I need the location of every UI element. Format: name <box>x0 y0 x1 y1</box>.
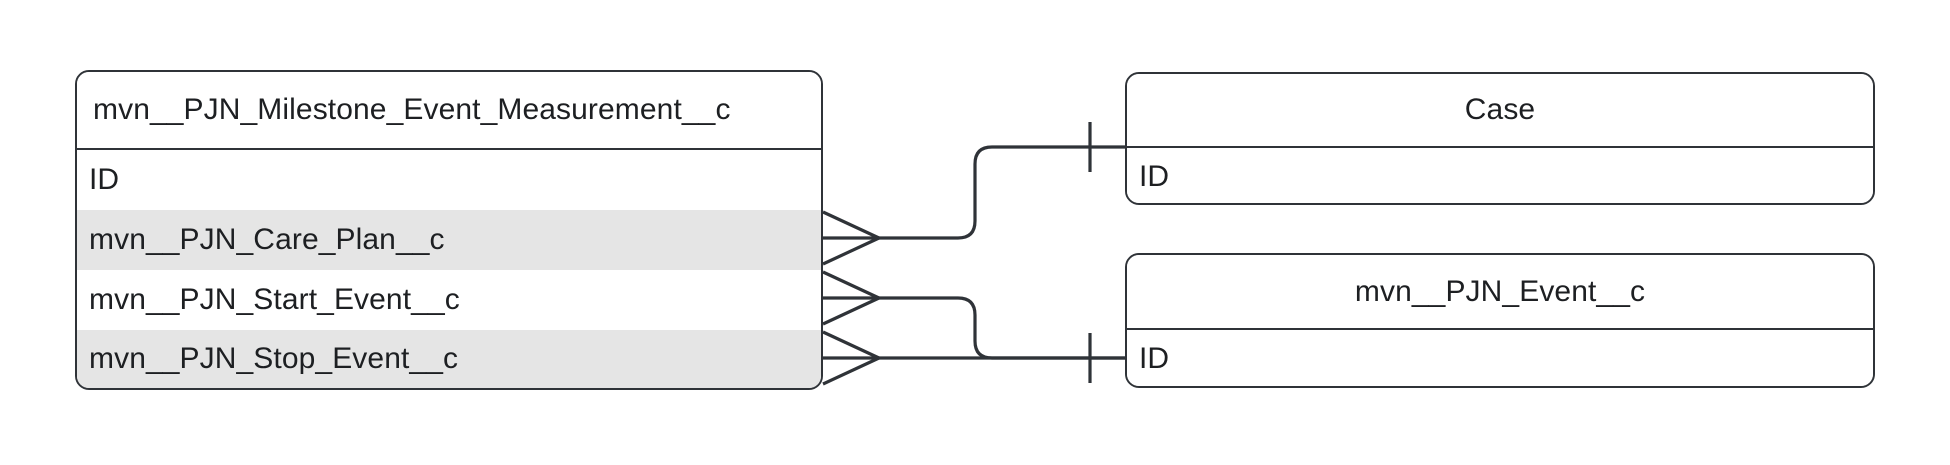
crowsfoot-prong-upper <box>822 330 880 360</box>
crowsfoot-prong-lower <box>822 296 880 326</box>
entity-title: mvn__PJN_Event__c <box>1127 255 1873 330</box>
relationship-care-plan-to-case <box>822 122 1125 266</box>
relationship-stop-event-to-event <box>822 330 1125 386</box>
connector-line <box>879 296 1125 360</box>
attribute-row[interactable]: mvn__PJN_Stop_Event__c <box>77 330 821 388</box>
crowsfoot-prong-lower <box>822 236 880 266</box>
entity-milestone-event-measurement[interactable]: mvn__PJN_Milestone_Event_Measurement__c … <box>75 70 823 390</box>
attribute-list: ID <box>1127 148 1873 203</box>
entity-case[interactable]: Case ID <box>1125 72 1875 205</box>
entity-title: mvn__PJN_Milestone_Event_Measurement__c <box>77 72 821 150</box>
entity-event[interactable]: mvn__PJN_Event__c ID <box>1125 253 1875 388</box>
attribute-list: ID mvn__PJN_Care_Plan__c mvn__PJN_Start_… <box>77 150 821 388</box>
crowsfoot-prong-upper <box>822 270 880 300</box>
connector-line <box>879 145 1125 240</box>
attribute-row[interactable]: mvn__PJN_Start_Event__c <box>77 270 821 330</box>
crowsfoot-prong-lower <box>822 356 880 386</box>
attribute-list: ID <box>1127 330 1873 386</box>
entity-title: Case <box>1127 74 1873 148</box>
attribute-row[interactable]: ID <box>1127 148 1873 203</box>
attribute-row[interactable]: ID <box>1127 330 1873 386</box>
relationship-start-event-to-event <box>822 270 1125 360</box>
crowsfoot-prong-upper <box>822 210 880 240</box>
attribute-row[interactable]: mvn__PJN_Care_Plan__c <box>77 210 821 270</box>
attribute-row[interactable]: ID <box>77 150 821 210</box>
